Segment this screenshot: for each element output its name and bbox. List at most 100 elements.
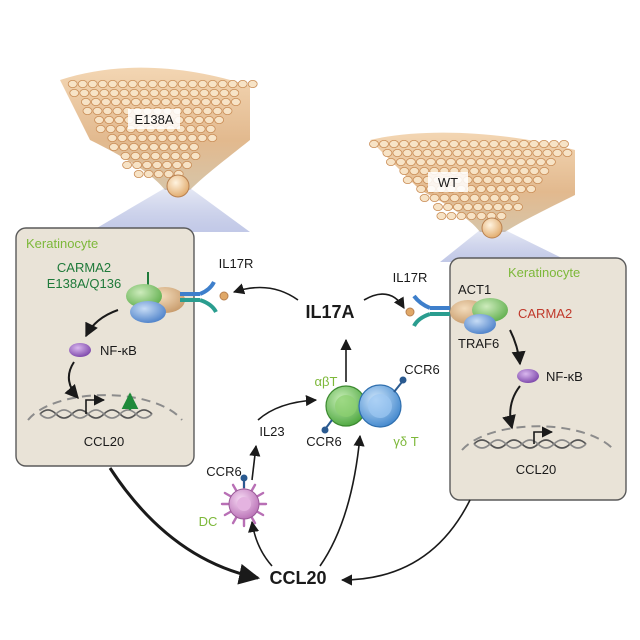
skin-cell — [162, 160, 173, 169]
t-cells — [321, 376, 407, 434]
skin-cell — [379, 139, 389, 148]
il17r-receptor-left — [180, 281, 218, 313]
skin-cell — [184, 116, 195, 125]
skin-cell — [499, 166, 510, 175]
ccl20-to-tcell-arrow — [319, 434, 365, 567]
skin-cell — [190, 151, 201, 160]
nfkb-protein-left — [69, 343, 91, 357]
skin-cell — [182, 107, 193, 116]
skin-cell — [412, 175, 423, 184]
skin-cell — [157, 80, 168, 89]
skin-cell — [104, 116, 114, 125]
skin-cell — [180, 98, 191, 107]
skin-cell — [97, 80, 108, 89]
skin-cell — [442, 148, 453, 157]
skin-cell — [127, 133, 138, 142]
skin-cell — [489, 139, 499, 148]
nfkb-label-right: NF-κB — [546, 369, 583, 384]
keratinocyte-title-left: Keratinocyte — [26, 236, 98, 251]
il17r-label-left: IL17R — [219, 256, 254, 271]
skin-cell — [205, 125, 216, 134]
skin-cell — [89, 89, 100, 98]
skin-cell — [562, 148, 573, 157]
skin-cell — [476, 184, 487, 193]
signaling-complex-left — [126, 272, 185, 323]
carma2-wt-label: CARMA2 — [518, 306, 572, 321]
skin-cell — [170, 151, 181, 160]
skin-cell — [229, 89, 240, 98]
skin-cell — [168, 142, 179, 151]
skin-cell — [190, 98, 201, 107]
skin-cell — [91, 98, 101, 107]
skin-cell — [219, 89, 230, 98]
skin-cell — [150, 151, 161, 160]
skin-cell — [399, 139, 409, 148]
skin-cell — [402, 175, 413, 184]
skin-cell — [112, 107, 123, 116]
skin-cell — [369, 139, 379, 148]
skin-cell — [82, 107, 93, 116]
skin-cell — [200, 98, 211, 107]
skin-cell — [473, 202, 483, 211]
skin-cell — [147, 133, 158, 142]
transcription-arrow-left — [85, 394, 106, 414]
skin-cell — [127, 80, 138, 89]
skin-cell — [107, 133, 118, 142]
skin-cell — [513, 202, 523, 211]
skin-cell — [140, 151, 151, 160]
skin-cell — [529, 166, 540, 175]
skin-cell — [552, 148, 563, 157]
dc-ccr6-label: CCR6 — [206, 464, 241, 479]
skin-cell — [459, 193, 470, 202]
skin-cell — [153, 169, 164, 178]
ccl20-to-dc-arrow — [248, 520, 273, 567]
skin-cell — [140, 98, 151, 107]
skin-cell — [479, 193, 490, 202]
skin-cell — [482, 148, 493, 157]
skin-cell — [160, 98, 171, 107]
skin-cell — [465, 157, 476, 166]
skin-cell — [419, 139, 429, 148]
skin-cell — [466, 211, 477, 220]
signaling-complex-right — [450, 298, 508, 334]
skin-cell — [395, 157, 406, 166]
skin-cell — [509, 139, 519, 148]
skin-cell — [449, 193, 460, 202]
skin-cell — [485, 157, 496, 166]
skin-cell — [117, 80, 128, 89]
skin-cell — [505, 157, 516, 166]
skin-cell — [503, 202, 513, 211]
wt-skin-label: WT — [438, 175, 458, 190]
skin-cell — [122, 160, 132, 169]
skin-cell — [489, 166, 500, 175]
skin-cell — [128, 142, 139, 151]
traf6-label: TRAF6 — [458, 336, 499, 351]
skin-cell — [187, 80, 198, 89]
skin-cell — [222, 107, 233, 116]
skin-cell — [496, 211, 507, 220]
skin-cell — [462, 148, 473, 157]
skin-cell — [188, 142, 199, 151]
skin-cell — [432, 148, 443, 157]
skin-cell — [230, 98, 241, 107]
skin-cell — [182, 160, 193, 169]
skin-cell — [185, 125, 196, 134]
skin-cell — [459, 139, 469, 148]
skin-cell — [170, 98, 181, 107]
skin-cell — [469, 193, 480, 202]
skin-cell — [177, 80, 188, 89]
skin-cell — [142, 160, 153, 169]
skin-cell — [197, 133, 208, 142]
skin-cell — [107, 80, 118, 89]
skin-cell — [159, 89, 170, 98]
skin-cell — [472, 148, 483, 157]
skin-cell — [220, 98, 231, 107]
skin-cell — [405, 157, 416, 166]
skin-cell — [148, 142, 159, 151]
dna-left — [39, 409, 153, 419]
skin-cell — [163, 169, 174, 178]
skin-cell — [469, 166, 480, 175]
skin-cell — [81, 98, 91, 107]
skin-cell — [492, 148, 503, 157]
